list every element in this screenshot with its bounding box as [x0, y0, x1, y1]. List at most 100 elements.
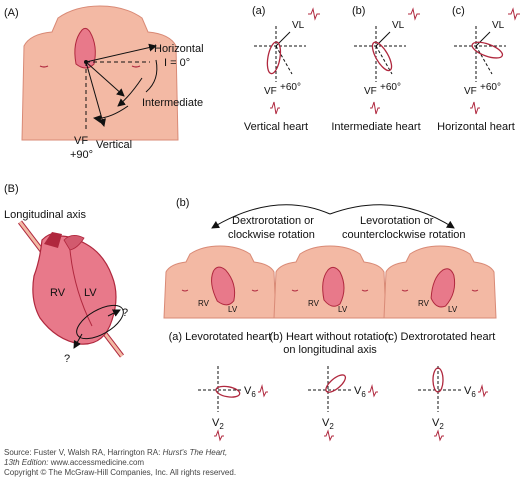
ecg-complex-vf — [370, 101, 380, 115]
label-rv: RV — [418, 299, 430, 308]
axis-plus60 — [275, 45, 293, 75]
label-vf: VF — [264, 86, 277, 97]
label-v2-sub: 2 — [219, 422, 224, 431]
label-q1: ? — [122, 307, 128, 319]
levo-arrow — [329, 204, 455, 229]
loop-diagram: (a) VL VF+60° Vertical heart — [244, 5, 320, 133]
axis-plus60 — [375, 45, 393, 75]
nipple-left — [401, 289, 409, 292]
label-v6-sub: 6 — [361, 390, 366, 399]
footer-line-1: Source: Fuster V, Walsh RA, Harrington R… — [4, 448, 516, 458]
label-vf: VF — [464, 86, 477, 97]
levo-line1: Levorotation or — [360, 215, 434, 227]
vector-loop — [371, 41, 393, 72]
panel-b-label: (B) — [4, 183, 19, 195]
vector-loop — [471, 41, 504, 59]
label-lv: LV — [228, 305, 238, 314]
vector-loop — [266, 41, 282, 75]
ecg-complex-vl — [508, 7, 520, 21]
loop-letter: (b) — [352, 5, 365, 17]
label-v2: V2 — [432, 417, 444, 431]
ecg-complex-v6 — [478, 384, 488, 398]
nipple-right — [471, 289, 479, 292]
loop-caption: Intermediate heart — [331, 121, 420, 133]
label-plus60: +60° — [480, 82, 501, 93]
ecg-complex-v2 — [214, 429, 224, 442]
loop-letter: (a) — [252, 5, 265, 17]
levo-line2: counterclockwise rotation — [342, 229, 466, 241]
label-longitudinal-axis: Longitudinal axis — [4, 209, 86, 221]
axis-lead-vl — [275, 31, 291, 47]
heart-caption: (a) Levorotated heart — [169, 331, 272, 343]
axis-plus60 — [475, 45, 493, 75]
footer-url: www.accessmedicine.com — [50, 458, 145, 467]
label-vl: VL — [292, 20, 305, 31]
label-vf: VF — [74, 135, 88, 147]
torso-silhouette — [21, 5, 179, 141]
label-rv: RV — [308, 299, 320, 308]
panel-a-label: (A) — [4, 7, 19, 19]
vector-loop — [325, 374, 347, 393]
ecg-complex-vf — [270, 101, 280, 115]
dextro-arrow — [211, 204, 331, 229]
label-intermediate: Intermediate — [142, 97, 203, 109]
label-vl: VL — [392, 20, 405, 31]
nipple-left — [291, 289, 299, 292]
heart-caption-2: on longitudinal axis — [283, 344, 377, 356]
label-lv: LV — [84, 287, 97, 299]
ecg-complex-v2 — [434, 429, 444, 442]
label-rv: RV — [50, 287, 66, 299]
vector-loop — [432, 367, 444, 393]
loop-caption: Vertical heart — [244, 121, 308, 133]
ecg-complex-vl — [408, 7, 420, 21]
label-q2: ? — [64, 353, 70, 365]
ecg-complex-v6 — [368, 384, 378, 398]
label-rv: RV — [198, 299, 210, 308]
heart-a — [74, 27, 96, 69]
loop-letter: (c) — [452, 5, 465, 17]
heart-caption: (b) Heart without rotation — [269, 331, 390, 343]
label-plus90: +90° — [70, 149, 93, 161]
dextro-line1: Dextrorotation or — [232, 215, 314, 227]
label-lv: LV — [448, 305, 458, 314]
nipple-right — [361, 289, 369, 292]
heart-shape — [211, 266, 236, 306]
ecg-complex-vf — [470, 101, 480, 115]
nipple-left — [39, 65, 49, 68]
label-v6-sub: 6 — [251, 390, 256, 399]
label-v2: V2 — [322, 417, 334, 431]
label-plus60: +60° — [280, 82, 301, 93]
label-vl: VL — [492, 20, 505, 31]
vector-loop — [215, 385, 241, 398]
nipple-right — [251, 289, 259, 292]
panel-a-torso — [21, 5, 179, 141]
footer-edition: 13th Edition: — [4, 458, 49, 467]
nipple-right — [131, 65, 141, 68]
label-v6-sub: 6 — [471, 390, 476, 399]
loop-caption: Horizontal heart — [437, 121, 515, 133]
label-v6: V6 — [354, 385, 366, 399]
heart-shape — [430, 268, 456, 308]
label-v6: V6 — [244, 385, 256, 399]
source-footer: Source: Fuster V, Walsh RA, Harrington R… — [4, 448, 516, 478]
dextro-line2: clockwise rotation — [228, 229, 315, 241]
ecg-complex-v2 — [324, 429, 334, 442]
heart-shape — [322, 266, 345, 307]
ecg-complex-vl — [308, 7, 320, 21]
loop-diagram: (c) VL VF+60° Horizontal heart — [437, 5, 520, 133]
panel-b-heart — [18, 220, 124, 358]
label-i-zero: I = 0° — [164, 57, 190, 69]
label-v6: V6 — [464, 385, 476, 399]
panel-b-sub-label: (b) — [176, 197, 189, 209]
label-plus60: +60° — [380, 82, 401, 93]
ecg-complex-v6 — [258, 384, 268, 398]
label-horizontal: Horizontal — [154, 43, 204, 55]
label-v2: V2 — [212, 417, 224, 431]
heart-caption: (c) Dextrorotated heart — [385, 331, 496, 343]
axis-lead-vl — [475, 31, 491, 47]
